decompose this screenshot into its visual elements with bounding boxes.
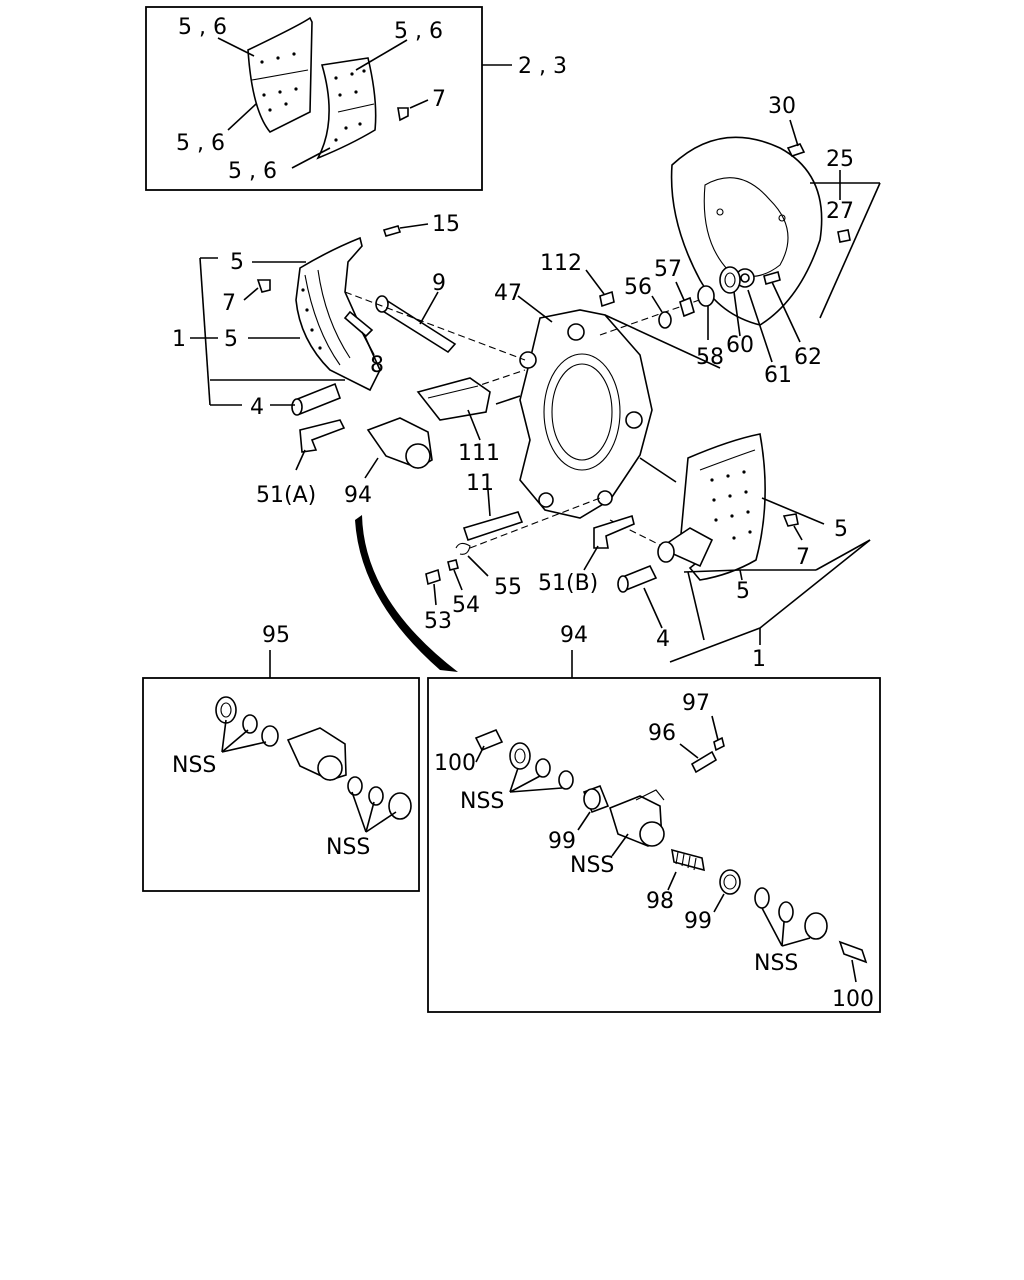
pin-part-11: [462, 511, 524, 542]
boot-part-100-right: [838, 940, 868, 964]
bolt-part-112: [599, 290, 615, 308]
callout-rivet-7-right: 7: [796, 545, 810, 570]
lining-set-inset: 5 , 6 5 , 6 5 , 6 5 , 6 2 , 3 7: [145, 6, 567, 191]
clip-part-55: [455, 542, 471, 555]
lining-inset-frame: [145, 6, 483, 191]
callout-bolt-53: 53: [424, 609, 452, 634]
callout-lining-5-6-a: 5 , 6: [178, 15, 227, 40]
callout-shoe-5-c: 5: [834, 517, 848, 542]
brake-lining-right: [316, 57, 377, 160]
spring-part-57: [679, 296, 695, 318]
detail-box-94: 94 97 96 100 NSS 99 NSS: [427, 623, 881, 1013]
pin-part-15: [382, 225, 402, 237]
callout-anchor-pin-9: 9: [432, 271, 446, 296]
callout-pin-8: 8: [370, 353, 384, 378]
callout-seal-60: 60: [726, 333, 754, 358]
right-brake-shoe-group: 4 7 5 5 1: [617, 433, 871, 672]
callout-lining-5-6-c: 5 , 6: [176, 131, 225, 156]
callout-spring-57: 57: [654, 257, 682, 282]
web-right: [658, 527, 714, 568]
cam-lever-part-51b: [593, 514, 635, 549]
detail-95-frame: [142, 677, 420, 892]
left-brake-shoe-group: 15 9 8 7 5 1 5 4: [172, 212, 460, 420]
callout-nss-95-b: NSS: [326, 835, 370, 860]
callout-plug-27: 27: [826, 199, 854, 224]
callout-rivet-7-left: 7: [222, 291, 236, 316]
callout-lining-5-6-d: 5 , 6: [228, 159, 277, 184]
hardware-right-group: 112 56 57 58 60 61 62: [540, 251, 822, 388]
backing-plate-part-25: [670, 136, 823, 326]
bolt-part-53: [425, 568, 441, 586]
anchor-pin-part-9: [376, 298, 457, 354]
callout-nss-94-a: NSS: [460, 789, 504, 814]
callout-piston-99-a: 99: [548, 829, 576, 854]
seal-part-60: [719, 266, 741, 294]
rivet-part-7-left: [256, 279, 271, 293]
callout-washer-54: 54: [452, 593, 480, 618]
guide-plate-part-111: [416, 377, 491, 421]
rivet-part-7-right: [782, 513, 799, 527]
callout-cap-97: 97: [682, 691, 710, 716]
callout-shoe-5-b: 5: [224, 327, 238, 352]
callout-pin-11: 11: [466, 471, 494, 496]
callout-part-61: 61: [764, 363, 792, 388]
callout-pin-15: 15: [432, 212, 460, 237]
callout-rivet-7: 7: [432, 87, 446, 112]
callout-washer-56: 56: [624, 275, 652, 300]
callout-cylinder-94: 94: [344, 483, 372, 508]
backing-plate-group: 30 25 27: [670, 94, 881, 326]
spring-part-98: [671, 848, 705, 872]
callout-guide-111: 111: [458, 441, 500, 466]
callout-nss-94-b: NSS: [570, 853, 614, 878]
rivet-part-7: [397, 107, 409, 122]
cap-part-97: [713, 736, 725, 752]
callout-bushing-58: 58: [696, 345, 724, 370]
center-parts-group: 111 51(A) 94: [256, 377, 500, 672]
pin-part-8: [343, 310, 374, 338]
detail-box-95: 95 NSS NSS: [142, 623, 420, 892]
callout-shoe-5-a: 5: [230, 250, 244, 275]
piston-part-99-lower: [719, 869, 741, 895]
callout-spider-47: 47: [494, 281, 522, 306]
bleeder-part-96: [690, 750, 718, 774]
detail-94-frame: [427, 677, 881, 1013]
callout-shoe-assembly-1: 1: [172, 327, 186, 352]
callout-backing-plate-25: 25: [826, 147, 854, 172]
callout-bushing-4-right: 4: [656, 627, 670, 652]
callout-bolt-30: 30: [768, 94, 796, 119]
callout-lever-51a: 51(A): [256, 483, 316, 508]
callout-shoe-5-d: 5: [736, 579, 750, 604]
callout-cylinder-94-detail: 94: [560, 623, 588, 648]
callout-piston-99-b: 99: [684, 909, 712, 934]
plug-part-27: [837, 229, 851, 243]
callout-pin-62: 62: [794, 345, 822, 370]
cam-lever-part-51a: [299, 419, 346, 453]
pin-part-62: [763, 271, 781, 285]
callout-bolt-112: 112: [540, 251, 582, 276]
callout-cylinder-kit-95: 95: [262, 623, 290, 648]
callout-nss-94-c: NSS: [754, 951, 798, 976]
detail-arrow: [355, 515, 458, 672]
boot-part-100-left: [474, 728, 504, 752]
lower-center-group: 11 55 54 53 51(B): [424, 471, 635, 634]
washer-part-56: [658, 311, 672, 329]
callout-boot-100-b: 100: [832, 987, 874, 1012]
callout-bleeder-96: 96: [648, 721, 676, 746]
brake-spider-part-47: [519, 309, 653, 519]
callout-shoe-assembly-1-right: 1: [752, 647, 766, 672]
callout-lining-5-6-b: 5 , 6: [394, 19, 443, 44]
callout-spring-98: 98: [646, 889, 674, 914]
brake-shoe-left: [295, 236, 381, 392]
bolt-part-30: [786, 143, 806, 157]
callout-clip-55: 55: [494, 575, 522, 600]
washer-part-54: [447, 559, 459, 571]
callout-nss-95-a: NSS: [172, 753, 216, 778]
callout-bushing-4-left: 4: [250, 395, 264, 420]
callout-lining-set-2-3: 2 , 3: [518, 54, 567, 79]
bushing-part-58: [697, 285, 715, 307]
callout-lever-51b: 51(B): [538, 571, 598, 596]
callout-boot-100-a: 100: [434, 751, 476, 776]
